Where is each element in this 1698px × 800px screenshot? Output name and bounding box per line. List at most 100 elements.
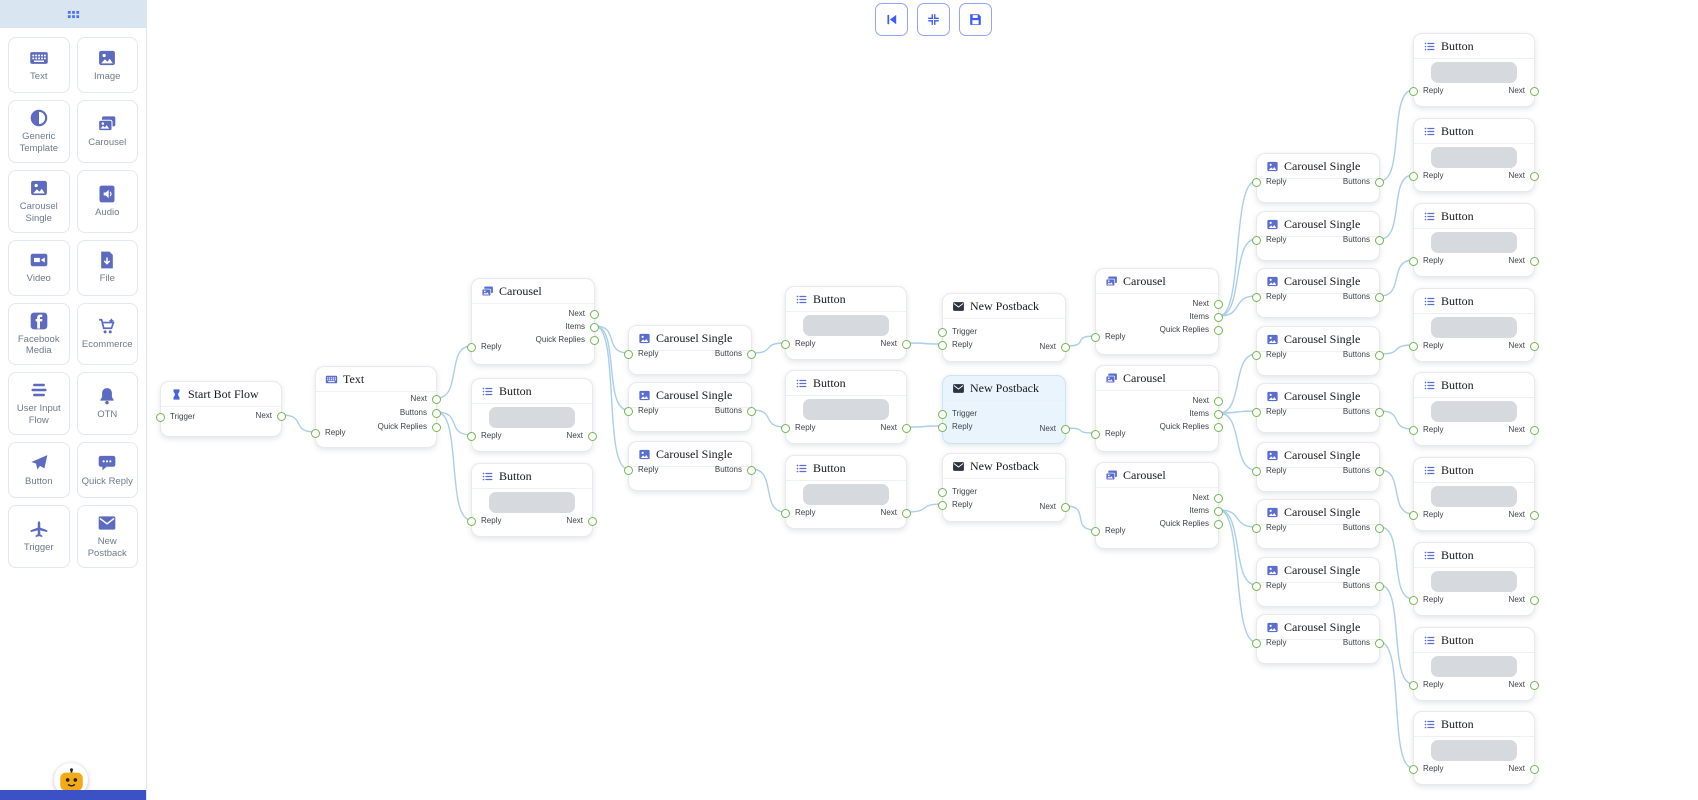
port-buttons[interactable]	[1375, 177, 1384, 187]
port-trigger[interactable]	[938, 327, 947, 337]
port-buttons[interactable]	[747, 349, 756, 359]
port-quick-replies[interactable]	[590, 335, 599, 345]
port-quick-replies[interactable]	[1214, 422, 1223, 432]
sidebar-item-quick-reply[interactable]: Quick Reply	[76, 442, 138, 498]
sidebar-item-generic-template[interactable]: Generic Template	[8, 100, 70, 163]
sidebar-item-file[interactable]: File	[76, 239, 138, 296]
port-next[interactable]	[1530, 171, 1539, 181]
port-quick-replies[interactable]	[1214, 325, 1223, 335]
port-next[interactable]	[1530, 425, 1539, 435]
port-quick-replies[interactable]	[432, 422, 441, 432]
sidebar-item-facebook-media[interactable]: Facebook Media	[8, 302, 70, 366]
port-next[interactable]	[588, 431, 597, 441]
port-reply[interactable]	[1409, 341, 1418, 351]
sidebar-item-trigger[interactable]: Trigger	[8, 505, 70, 568]
port-reply[interactable]	[1409, 425, 1418, 435]
port-reply[interactable]	[938, 340, 947, 350]
port-reply[interactable]	[624, 349, 633, 359]
port-reply[interactable]	[781, 339, 790, 349]
port-next[interactable]	[1214, 493, 1223, 503]
port-reply[interactable]	[624, 465, 633, 475]
port-items[interactable]	[1214, 409, 1223, 419]
port-reply[interactable]	[781, 423, 790, 433]
port-reply[interactable]	[467, 431, 476, 441]
port-next[interactable]	[590, 309, 599, 319]
port-reply[interactable]	[311, 428, 320, 438]
port-next[interactable]	[1530, 86, 1539, 96]
port-next[interactable]	[1061, 424, 1070, 434]
port-next[interactable]	[1530, 764, 1539, 774]
port-reply[interactable]	[1091, 526, 1100, 536]
port-next[interactable]	[1530, 256, 1539, 266]
port-reply[interactable]	[1409, 595, 1418, 605]
port-reply[interactable]	[781, 508, 790, 518]
port-reply[interactable]	[1409, 171, 1418, 181]
port-items[interactable]	[1214, 506, 1223, 516]
sidebar-item-new-postback[interactable]: New Postback	[76, 505, 138, 568]
port-buttons[interactable]	[1375, 407, 1384, 417]
save-button[interactable]	[959, 3, 992, 36]
port-next[interactable]	[1061, 342, 1070, 352]
port-reply[interactable]	[1252, 407, 1261, 417]
port-reply[interactable]	[938, 422, 947, 432]
port-reply[interactable]	[1091, 429, 1100, 439]
sidebar-item-carousel-single[interactable]: Carousel Single	[8, 169, 70, 233]
port-reply[interactable]	[1409, 680, 1418, 690]
port-reply[interactable]	[1252, 638, 1261, 648]
port-reply[interactable]	[1091, 332, 1100, 342]
port-reply[interactable]	[467, 516, 476, 526]
port-buttons[interactable]	[1375, 350, 1384, 360]
port-next[interactable]	[1214, 299, 1223, 309]
port-reply[interactable]	[1252, 235, 1261, 245]
port-buttons[interactable]	[1375, 235, 1384, 245]
port-buttons[interactable]	[1375, 523, 1384, 533]
port-trigger[interactable]	[938, 409, 947, 419]
port-reply[interactable]	[1252, 581, 1261, 591]
port-next[interactable]	[1530, 595, 1539, 605]
sidebar-item-text[interactable]: Text	[8, 37, 70, 93]
sidebar-item-otn[interactable]: OTN	[76, 372, 138, 435]
port-buttons[interactable]	[1375, 466, 1384, 476]
port-buttons[interactable]	[432, 408, 441, 418]
fit-view-button[interactable]	[917, 3, 950, 36]
port-reply[interactable]	[624, 406, 633, 416]
port-buttons[interactable]	[1375, 581, 1384, 591]
port-reply[interactable]	[1409, 256, 1418, 266]
sidebar-item-audio[interactable]: Audio	[76, 169, 138, 233]
port-reply[interactable]	[1252, 350, 1261, 360]
port-reply[interactable]	[1409, 86, 1418, 96]
port-next[interactable]	[902, 423, 911, 433]
port-trigger[interactable]	[156, 412, 165, 422]
port-buttons[interactable]	[747, 465, 756, 475]
port-next[interactable]	[277, 411, 286, 421]
port-items[interactable]	[1214, 312, 1223, 322]
port-next[interactable]	[1214, 396, 1223, 406]
